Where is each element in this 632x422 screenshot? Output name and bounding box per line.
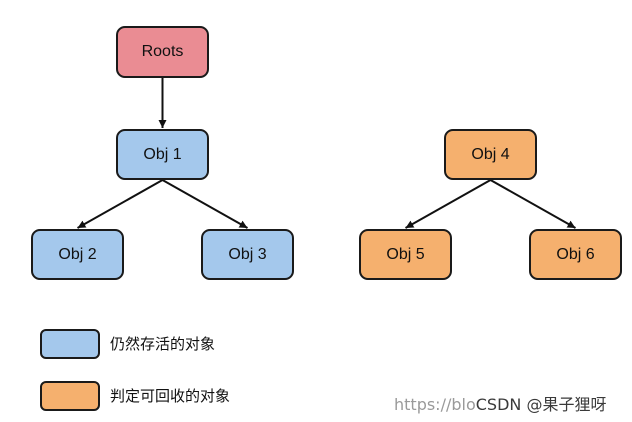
node-roots-label: Roots — [141, 43, 184, 60]
legend-label-alive: 仍然存活的对象 — [110, 335, 216, 353]
node-obj-4-label: Obj 4 — [471, 145, 510, 163]
node-obj-6-label: Obj 6 — [556, 245, 595, 263]
node-obj-2-label: Obj 2 — [58, 245, 97, 263]
legend-swatch-garbage — [40, 381, 100, 411]
node-obj-6: Obj 6 — [529, 229, 622, 280]
node-obj-2: Obj 2 — [31, 229, 124, 280]
node-roots: Roots — [116, 26, 209, 78]
edge-obj4-to-obj6 — [490, 179, 576, 229]
edge-obj4-to-obj5 — [405, 179, 491, 229]
legend-swatch-alive — [40, 329, 100, 359]
node-obj-3: Obj 3 — [201, 229, 294, 280]
node-obj-1-label: Obj 1 — [143, 145, 182, 163]
node-obj-3-label: Obj 3 — [228, 245, 267, 263]
node-obj-5: Obj 5 — [359, 229, 452, 280]
watermark-brand: CSDN @果子狸呀 — [475, 395, 607, 414]
node-obj-1: Obj 1 — [116, 129, 209, 180]
node-obj-4: Obj 4 — [444, 129, 537, 180]
watermark: https://bloCSDN @果子狸呀 — [394, 395, 606, 415]
node-obj-5-label: Obj 5 — [386, 245, 425, 263]
watermark-url: https://blo — [394, 395, 476, 414]
edge-obj1-to-obj2 — [77, 179, 163, 229]
edge-obj1-to-obj3 — [162, 179, 248, 229]
legend-label-garbage: 判定可回收的对象 — [110, 387, 231, 405]
